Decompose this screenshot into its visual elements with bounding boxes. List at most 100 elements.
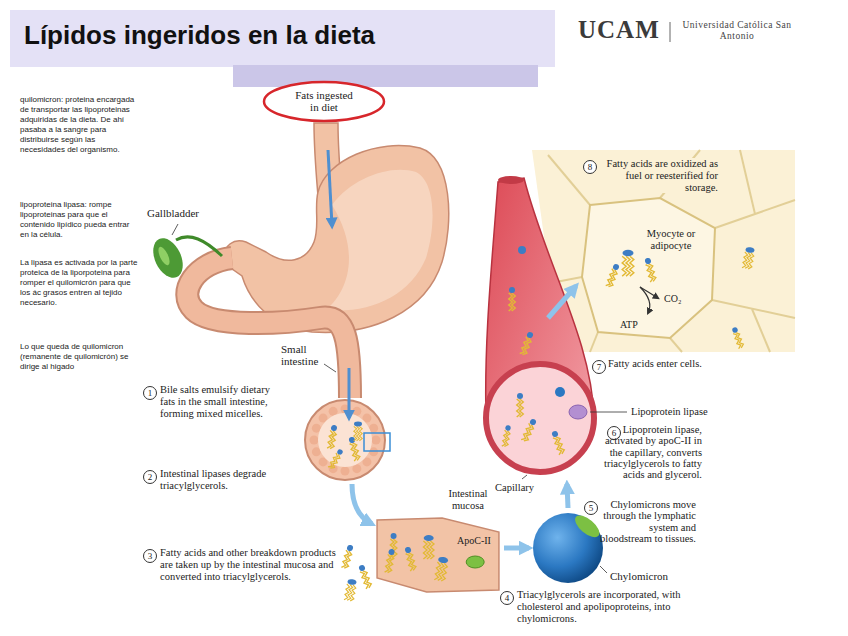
fatty-acid [385,548,396,573]
fatty-acid-tail [441,563,448,581]
fatty-acid-tail [622,256,626,276]
chylomicron-particle [555,387,565,397]
fatty-acid [358,564,372,589]
cell-wall [752,309,770,352]
circled-note: Fats ingested in diet [262,80,386,123]
cell-outline: Myocyte or adipocyte [578,195,718,341]
oxidation-arrow [640,287,658,298]
apolipoprotein-cap [571,511,603,541]
fatty-acid-head [391,533,397,539]
part-name: Intestinal mucosa [439,488,497,512]
leader-line [324,364,336,372]
fatty-acid-tail [393,539,397,557]
fatty-acid-tail [434,562,441,580]
fatty-acid-head [505,425,511,431]
fatty-acid [606,263,620,288]
fatty-acid-tail [357,426,360,440]
gallbladder [147,233,188,282]
intestine-outline [187,258,350,398]
fatty-acid-tail [523,338,533,356]
fatty-acid-head [551,430,559,438]
fatty-acid [328,448,344,470]
fatty-acid [502,425,512,447]
part-name: Capillary [495,482,534,494]
glycerol-head [438,556,449,564]
step-text: Triacylglycerols are incorporated, with … [517,589,717,624]
part-name: Myocyte or adipocyte [640,228,702,252]
fatty-acid [509,287,516,311]
intestine-tube [187,258,350,398]
zoom-arrow [352,484,372,524]
logo-subtitle: Universidad Católica San Antonio [682,20,792,42]
title-underbar [233,65,538,87]
fatty-acid-tail [504,431,510,448]
food-arrow [348,368,351,418]
oxidation-arrow [640,287,650,313]
fatty-acid [404,546,417,571]
fatty-acid [517,393,524,417]
fatty-acid [341,544,354,569]
side-note: quilomicron: proteina encargada de trans… [20,95,138,155]
fatty-acid-tail [363,570,373,588]
fatty-acid-tail [388,555,395,573]
triacylglycerol [434,556,449,581]
side-note: Lo que queda de quilomicron (remanente d… [20,342,138,372]
fatty-acid-head [644,257,651,264]
stomach [222,146,449,333]
cell-wall [670,338,682,352]
step-text: Lipoprotein lipase, activated by apoC-II… [598,424,702,481]
node-shape [578,195,718,341]
capillary-vessel [486,178,594,472]
red-circle-outline [264,82,384,121]
fatty-acid-tail [409,552,417,570]
triacylglycerol [742,247,755,270]
leader-line [172,224,178,235]
fatty-acid-tail [423,541,427,559]
triacylglycerol [354,422,362,441]
fatty-acid-tail [609,270,619,288]
fatty-acid-tail [512,293,516,311]
title-band [10,10,555,67]
fatty-acid-head [509,287,515,293]
fatty-acid-tail [344,551,352,569]
triacylglycerol [423,535,434,559]
step-text: Fatty acids are oxidized as fuel or rees… [600,158,718,193]
fatty-acid [551,430,565,455]
fatty-acid-tail [438,563,445,581]
callout-number: 1 [143,386,157,400]
fatty-acid [521,418,537,443]
side-note: lipoproteina lipasa: rompe lipoproteinas… [20,200,138,240]
fatty-acid-head [336,448,343,455]
transport-arrow [567,484,568,508]
part-name: ApoC-II [457,535,491,546]
fatty-acid-head [517,393,523,399]
logo-divider [670,22,671,42]
transport-arrow [548,286,576,318]
fatty-acid-head [732,327,739,334]
step-text: Fatty acids enter cells. [608,358,702,370]
callout-number: 3 [143,549,157,563]
fatty-acid-head [612,263,620,271]
fatty-acid-tail [742,252,748,269]
side-note: La lipasa es activada por la parte prote… [20,258,138,308]
node-shape [532,512,604,584]
bile-duct [176,237,222,256]
fatty-acid-head [331,425,338,432]
glycerol-head [623,250,634,257]
fatty-acid-tail [347,584,353,601]
fatty-acid-tail [502,430,508,447]
fatty-acid-head [346,544,353,551]
fatty-acid [327,424,338,449]
fatty-acid [731,326,744,348]
chylomicron-sphere: Chylomicron [532,512,604,584]
step-text: Fatty acids and other breakdown products… [160,547,338,582]
fatty-acid-tail [648,263,656,281]
capillary-end [498,176,524,184]
step-text: Intestinal lipases degrade triacylglycer… [160,468,295,492]
leader-line [600,566,607,573]
fatty-acid-tail [520,399,524,417]
chemical-label: CO₂ [664,293,681,304]
